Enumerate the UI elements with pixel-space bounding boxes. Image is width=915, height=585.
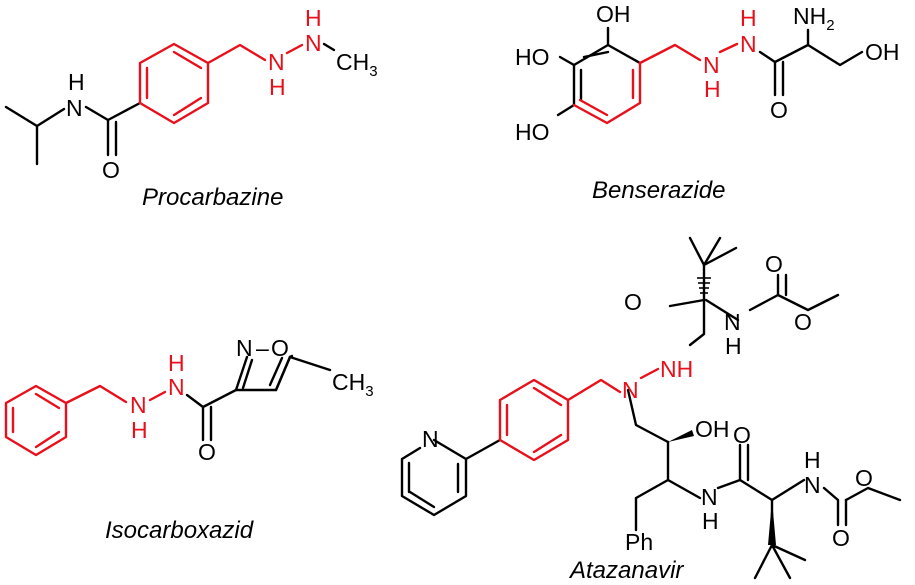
atazanavir-pyridine-ring xyxy=(400,438,502,517)
atom-label: O xyxy=(624,289,642,315)
atazanavir-hashed-wedge-upper xyxy=(697,277,711,298)
molecule-isocarboxazid: N H N H O N – O CH3 Isocarboxazid xyxy=(4,335,374,544)
atazanavir-hydrazine-bond xyxy=(639,367,660,380)
caption-procarbazine: Procarbazine xyxy=(142,184,283,211)
procarbazine-benzene-ring xyxy=(138,42,267,125)
atom-label: N xyxy=(804,472,821,498)
atom-label: N xyxy=(236,335,253,361)
atom-label: O xyxy=(770,97,788,123)
atom-label: O xyxy=(733,422,751,448)
atom-label: N xyxy=(724,309,741,335)
atom-label: N xyxy=(66,95,83,121)
atom-label: H xyxy=(131,417,148,443)
atom-label: H xyxy=(702,508,719,534)
atom-label: N xyxy=(422,426,439,452)
atom-label: N xyxy=(622,377,639,403)
benserazide-ring-black-bonds xyxy=(556,26,642,117)
atom-label: O xyxy=(271,335,289,361)
atom-label: N xyxy=(268,49,285,75)
atom-label: OH xyxy=(865,39,900,65)
procarbazine-methyl-bond xyxy=(322,42,336,52)
isocarboxazid-carbonyl-isoxazole xyxy=(185,354,332,442)
atom-label: O xyxy=(855,465,873,491)
atom-label: O xyxy=(832,525,850,551)
benserazide-ring-red-bonds xyxy=(572,42,739,125)
atom-label: H xyxy=(269,74,286,100)
atom-label: CH3 xyxy=(332,369,374,400)
atazanavir-bold-wedge-oh xyxy=(668,430,694,442)
caption-benserazide: Benserazide xyxy=(592,177,725,204)
atom-label: O xyxy=(198,439,216,465)
atom-label: O xyxy=(102,157,120,183)
molecule-atazanavir: O N H O O NH N OH N O H N N H O O Ph Ata… xyxy=(400,236,902,584)
atom-label: N xyxy=(740,31,757,57)
atom-label: H xyxy=(740,5,757,31)
atom-label: H xyxy=(68,69,85,95)
atom-label: NH2 xyxy=(793,3,835,34)
atom-label: N xyxy=(701,484,718,510)
caption-isocarboxazid: Isocarboxazid xyxy=(105,517,254,544)
atazanavir-bold-wedge-lower xyxy=(768,500,776,545)
atom-label: – xyxy=(256,335,269,361)
atom-label: H xyxy=(804,447,821,473)
atom-label: N xyxy=(305,30,322,56)
atom-label: O xyxy=(765,251,783,277)
atom-label: N xyxy=(703,52,720,78)
atom-label: H xyxy=(168,350,185,376)
atom-label: H xyxy=(305,5,322,31)
atom-label: HO xyxy=(515,119,550,145)
atom-label: NH xyxy=(660,356,693,382)
atazanavir-phenyl-ring xyxy=(498,378,622,462)
atom-label: N xyxy=(168,374,185,400)
atom-label: H xyxy=(725,333,742,359)
atom-label: CH3 xyxy=(336,49,378,80)
procarbazine-hydrazine-bonds xyxy=(285,43,304,55)
benserazide-side-chain xyxy=(758,28,864,97)
atom-label: O xyxy=(794,309,812,335)
isocarboxazid-benzyl-ring xyxy=(4,384,167,457)
atom-label: OH xyxy=(596,1,631,27)
atom-label: OH xyxy=(695,416,730,442)
atom-label: HO xyxy=(515,44,550,70)
atom-label: H xyxy=(704,76,721,102)
molecule-benserazide: OH HO HO N H N H NH2 O OH Benserazide xyxy=(515,1,900,204)
caption-atazanavir: Atazanavir xyxy=(568,557,684,584)
molecule-procarbazine: H N O N H N H CH3 Procarbazine xyxy=(4,5,378,211)
atazanavir-upper-chain xyxy=(668,236,840,347)
atom-label: N xyxy=(130,392,147,418)
atom-label: Ph xyxy=(625,529,653,555)
procarbazine-bonds xyxy=(4,101,142,166)
